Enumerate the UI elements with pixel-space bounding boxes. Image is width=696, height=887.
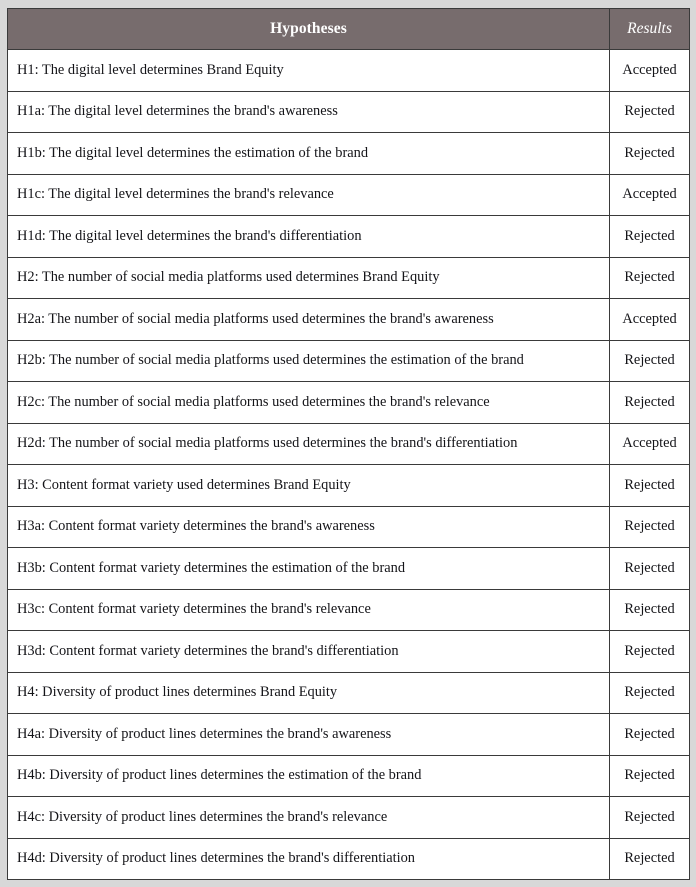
table-row: H2c: The number of social media platform… xyxy=(7,381,690,424)
result-cell: Accepted xyxy=(609,422,690,465)
hypothesis-cell: H1a: The digital level determines the br… xyxy=(7,90,610,133)
result-cell: Rejected xyxy=(609,505,690,548)
result-cell: Rejected xyxy=(609,215,690,258)
table-row: H1b: The digital level determines the es… xyxy=(7,132,690,175)
result-cell: Rejected xyxy=(609,256,690,299)
hypothesis-cell: H4c: Diversity of product lines determin… xyxy=(7,796,610,839)
table-row: H3a: Content format variety determines t… xyxy=(7,505,690,548)
table-row: H1c: The digital level determines the br… xyxy=(7,173,690,216)
table-row: H4b: Diversity of product lines determin… xyxy=(7,754,690,797)
hypothesis-cell: H3: Content format variety used determin… xyxy=(7,464,610,507)
result-cell: Rejected xyxy=(609,132,690,175)
hypothesis-cell: H3c: Content format variety determines t… xyxy=(7,588,610,631)
table-row: H1a: The digital level determines the br… xyxy=(7,90,690,133)
hypothesis-cell: H1c: The digital level determines the br… xyxy=(7,173,610,216)
table-row: H2: The number of social media platforms… xyxy=(7,256,690,299)
result-cell: Rejected xyxy=(609,339,690,382)
table-row: H2d: The number of social media platform… xyxy=(7,422,690,465)
hypothesis-cell: H4a: Diversity of product lines determin… xyxy=(7,713,610,756)
hypothesis-cell: H4b: Diversity of product lines determin… xyxy=(7,754,610,797)
table-row: H2b: The number of social media platform… xyxy=(7,339,690,382)
hypothesis-cell: H1d: The digital level determines the br… xyxy=(7,215,610,258)
result-cell: Rejected xyxy=(609,464,690,507)
result-cell: Rejected xyxy=(609,90,690,133)
result-cell: Rejected xyxy=(609,381,690,424)
result-cell: Rejected xyxy=(609,547,690,590)
table-row: H2a: The number of social media platform… xyxy=(7,298,690,341)
column-header-results: Results xyxy=(609,8,690,50)
hypothesis-cell: H2a: The number of social media platform… xyxy=(7,298,610,341)
result-cell: Rejected xyxy=(609,796,690,839)
table-header-row: Hypotheses Results xyxy=(7,8,690,50)
hypothesis-cell: H3d: Content format variety determines t… xyxy=(7,630,610,673)
table-row: H4c: Diversity of product lines determin… xyxy=(7,796,690,839)
result-cell: Accepted xyxy=(609,298,690,341)
result-cell: Rejected xyxy=(609,713,690,756)
result-cell: Accepted xyxy=(609,173,690,216)
column-header-hypotheses: Hypotheses xyxy=(7,8,610,50)
result-cell: Rejected xyxy=(609,588,690,631)
hypothesis-cell: H1b: The digital level determines the es… xyxy=(7,132,610,175)
table-row: H1d: The digital level determines the br… xyxy=(7,215,690,258)
table-row: H4a: Diversity of product lines determin… xyxy=(7,713,690,756)
table-body: H1: The digital level determines Brand E… xyxy=(7,49,690,880)
hypothesis-cell: H3b: Content format variety determines t… xyxy=(7,547,610,590)
hypothesis-cell: H2d: The number of social media platform… xyxy=(7,422,610,465)
hypothesis-cell: H2: The number of social media platforms… xyxy=(7,256,610,299)
table-row: H4d: Diversity of product lines determin… xyxy=(7,837,690,880)
hypotheses-results-table: Hypotheses Results H1: The digital level… xyxy=(7,8,690,880)
table-row: H3b: Content format variety determines t… xyxy=(7,547,690,590)
table-row: H1: The digital level determines Brand E… xyxy=(7,49,690,92)
hypothesis-cell: H1: The digital level determines Brand E… xyxy=(7,49,610,92)
table-header: Hypotheses Results xyxy=(7,8,690,50)
hypothesis-cell: H3a: Content format variety determines t… xyxy=(7,505,610,548)
hypothesis-cell: H2b: The number of social media platform… xyxy=(7,339,610,382)
result-cell: Rejected xyxy=(609,837,690,880)
result-cell: Rejected xyxy=(609,754,690,797)
result-cell: Rejected xyxy=(609,630,690,673)
result-cell: Accepted xyxy=(609,49,690,92)
hypothesis-cell: H2c: The number of social media platform… xyxy=(7,381,610,424)
hypothesis-cell: H4d: Diversity of product lines determin… xyxy=(7,837,610,880)
table-row: H4: Diversity of product lines determine… xyxy=(7,671,690,714)
hypothesis-cell: H4: Diversity of product lines determine… xyxy=(7,671,610,714)
result-cell: Rejected xyxy=(609,671,690,714)
table-row: H3: Content format variety used determin… xyxy=(7,464,690,507)
table-row: H3c: Content format variety determines t… xyxy=(7,588,690,631)
table-row: H3d: Content format variety determines t… xyxy=(7,630,690,673)
